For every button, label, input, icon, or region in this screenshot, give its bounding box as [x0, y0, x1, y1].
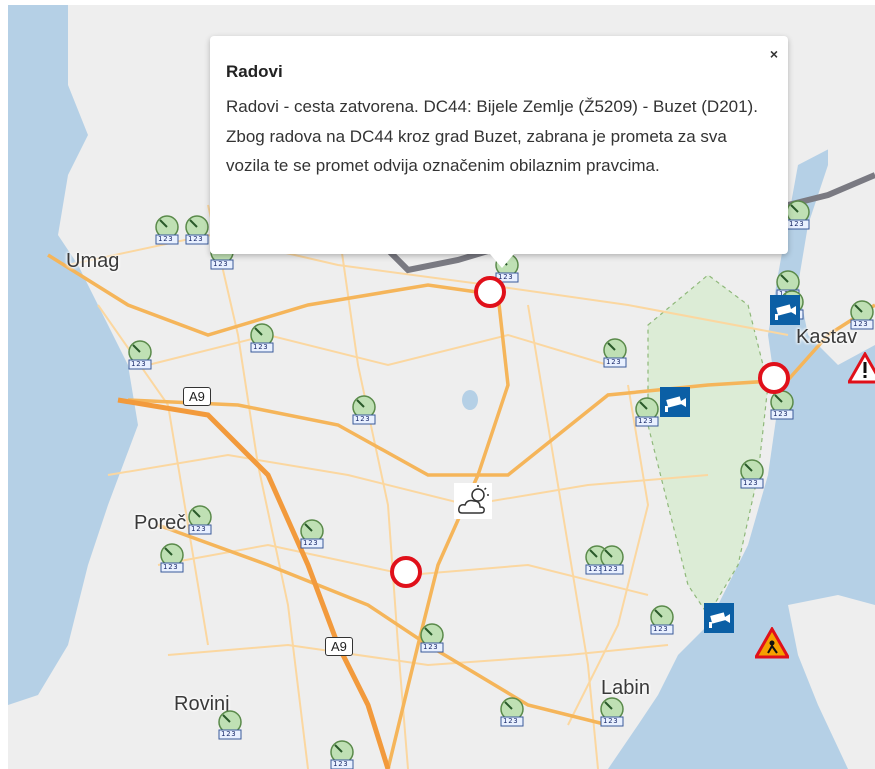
traffic-counter-icon[interactable]: 123 — [350, 395, 378, 425]
traffic-counter-label: 123 — [191, 525, 207, 533]
traffic-counter-icon[interactable]: 123 — [153, 215, 181, 245]
roadwork-marker-pazin[interactable] — [390, 556, 422, 588]
traffic-counter-label: 123 — [355, 415, 371, 423]
traffic-counter-icon[interactable]: 123 — [298, 519, 326, 549]
road-shield-a9-north: A9 — [183, 387, 211, 406]
traffic-camera-icon[interactable] — [660, 387, 690, 417]
roadworks-warning-icon[interactable] — [753, 625, 791, 659]
park-ucka — [647, 274, 769, 617]
traffic-counter-label: 123 — [638, 417, 654, 425]
roadwork-marker-buzet[interactable] — [474, 276, 506, 308]
incident-popup: × Radovi Radovi - cesta zatvorena. DC44:… — [210, 36, 788, 268]
road-shield-a9-south: A9 — [325, 637, 353, 656]
place-label-kastav: Kastav — [796, 326, 858, 348]
land-northeast — [798, 5, 875, 365]
lake — [462, 390, 478, 410]
traffic-counter-label: 123 — [603, 717, 619, 725]
traffic-counter-label: 123 — [303, 539, 319, 547]
traffic-counter-icon[interactable]: 123 — [126, 340, 154, 370]
traffic-counter-label: 123 — [131, 360, 147, 368]
traffic-counter-label: 123 — [213, 260, 229, 268]
land-east — [788, 595, 875, 769]
traffic-counter-label: 123 — [773, 410, 789, 418]
map-view[interactable]: Umag Kastav Poreč Rovinj Labin A9 A9 123… — [8, 5, 875, 769]
traffic-counter-label: 123 — [743, 479, 759, 487]
popup-description: Radovi - cesta zatvorena. DC44: Bijele Z… — [226, 97, 758, 175]
hazard-warning-icon[interactable] — [846, 350, 875, 384]
traffic-counter-label: 123 — [789, 220, 805, 228]
weather-partly-cloudy-icon[interactable] — [454, 483, 492, 519]
traffic-counter-label: 123 — [188, 235, 204, 243]
place-label-porec: Poreč — [134, 512, 187, 534]
traffic-counter-label: 123 — [603, 565, 619, 573]
traffic-counter-icon[interactable]: 123 — [601, 338, 629, 368]
traffic-counter-label: 123 — [853, 320, 869, 328]
traffic-counter-label: 123 — [503, 717, 519, 725]
traffic-counter-icon[interactable]: 123 — [498, 697, 526, 727]
traffic-counter-label: 123 — [588, 565, 604, 573]
traffic-camera-icon[interactable] — [704, 603, 734, 633]
traffic-counter-label: 123 — [221, 730, 237, 738]
traffic-counter-label: 123 — [606, 358, 622, 366]
traffic-counter-icon[interactable]: 123 — [216, 710, 244, 740]
popup-title: Radovi — [226, 62, 283, 81]
traffic-counter-icon[interactable]: 123 — [848, 300, 875, 330]
traffic-counter-icon[interactable]: 123 — [248, 323, 276, 353]
traffic-counter-icon[interactable]: 123 — [598, 697, 626, 727]
traffic-counter-icon[interactable]: 123 — [633, 397, 661, 427]
traffic-counter-label: 123 — [498, 273, 514, 281]
traffic-counter-icon[interactable]: 123 — [768, 390, 796, 420]
traffic-counter-icon[interactable]: 123 — [648, 605, 676, 635]
traffic-counter-icon[interactable]: 123 — [183, 215, 211, 245]
traffic-counter-icon[interactable]: 123 — [158, 543, 186, 573]
traffic-counter-label: 123 — [158, 235, 174, 243]
traffic-counter-label: 123 — [163, 563, 179, 571]
traffic-counter-icon[interactable]: 123 — [186, 505, 214, 535]
place-label-umag: Umag — [66, 250, 120, 272]
roadwork-marker-kastav[interactable] — [758, 362, 790, 394]
traffic-counter-icon[interactable]: 123 — [418, 623, 446, 653]
traffic-counter-icon[interactable]: 123 — [598, 545, 626, 575]
traffic-counter-icon[interactable]: 123 — [328, 740, 356, 769]
traffic-counter-label: 123 — [423, 643, 439, 651]
close-icon[interactable]: × — [769, 46, 778, 62]
traffic-camera-icon[interactable] — [770, 295, 800, 325]
traffic-counter-label: 123 — [253, 343, 269, 351]
traffic-counter-icon[interactable]: 123 — [784, 200, 812, 230]
traffic-counter-icon[interactable]: 123 — [738, 459, 766, 489]
place-label-rovinj: Rovinj — [174, 693, 230, 715]
traffic-counter-label: 123 — [653, 625, 669, 633]
traffic-counter-label: 123 — [333, 760, 349, 768]
motorway-a9 — [117, 397, 391, 769]
place-label-labin: Labin — [601, 677, 650, 699]
